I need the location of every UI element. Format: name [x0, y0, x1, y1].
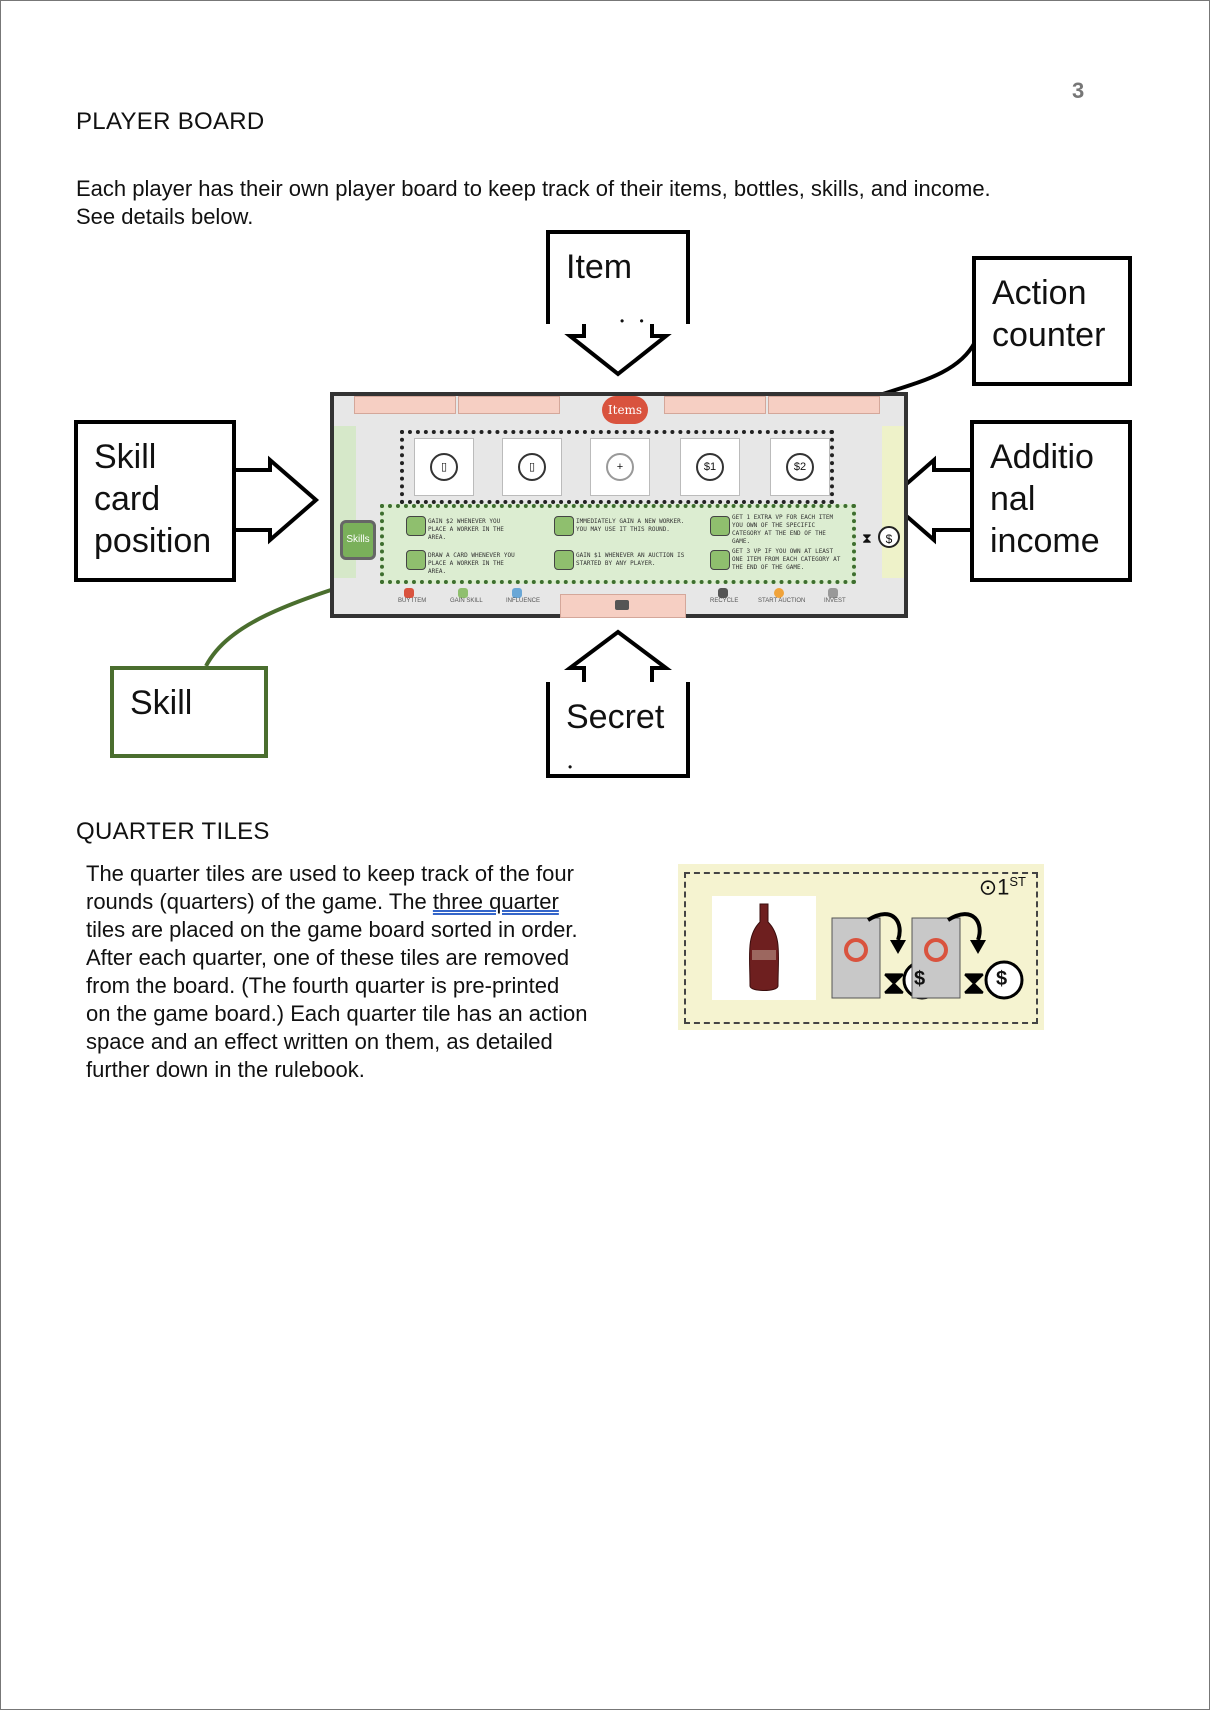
secret-callout-dots: • [568, 760, 579, 774]
body-line: from the board. (The fourth quarter is p… [86, 973, 560, 998]
skill-text: GET 3 VP IF YOU OWN AT LEAST ONE ITEM FR… [732, 548, 841, 571]
board-right-strip [882, 426, 904, 578]
secret-tab [560, 594, 686, 618]
tile-dashed-border [684, 872, 1038, 1024]
skill-text: DRAW A CARD WHENEVER YOU PLACE A WORKER … [428, 552, 515, 575]
influence-icon [512, 588, 522, 598]
player-board: Items ▯ ▯ + $1 $2 GAIN $2 WHENEVER YOU P… [330, 392, 908, 618]
board-top-tab [664, 396, 766, 414]
quarter-tiles-heading: QUARTER TILES [76, 818, 270, 845]
secret-callout-label: Secret [566, 698, 665, 736]
hourglass-coin-icon: $2 [786, 453, 814, 481]
skill-text: IMMEDIATELY GAIN A NEW WORKER. YOU MAY U… [576, 518, 685, 533]
skill-text: GAIN $1 WHENEVER AN AUCTION IS STARTED B… [576, 552, 685, 567]
item-callout: Item • • [546, 230, 690, 328]
additional-line2: nal [990, 480, 1036, 518]
skill-callout-label: Skill [130, 684, 193, 722]
skill-card-line1: Skill [94, 438, 157, 476]
plus-icon: + [606, 453, 634, 481]
skill-icon [406, 550, 426, 570]
bottle-icon: ▯ [518, 453, 546, 481]
bottle-image [712, 896, 816, 1000]
auction-icon [774, 588, 784, 598]
skill-icon [710, 516, 730, 536]
body-line: rounds (quarters) of the game. The three… [86, 889, 559, 914]
secret-callout: Secret • [546, 682, 690, 778]
item-callout-label: Item [566, 248, 633, 286]
skill-card-line3: position [94, 522, 212, 560]
item-callout-dots: • • [620, 314, 650, 328]
hourglass-icon: ⧗ [862, 530, 872, 546]
svg-text:⧗: ⧗ [962, 963, 986, 1003]
page-number: 3 [1072, 78, 1085, 103]
intro-line-1: Each player has their own player board t… [76, 176, 991, 201]
coin-icon: $ [996, 968, 1008, 990]
skill-card-position-callout: Skill card position [74, 420, 236, 582]
intro-line-2: See details below. [76, 204, 254, 229]
invest-icon [828, 588, 838, 598]
skill-icon [554, 550, 574, 570]
action-counter-line1: Action [992, 274, 1087, 312]
target-icon: ⊙ [978, 874, 998, 900]
buy-item-icon [404, 588, 414, 598]
quarter-tiles-body: The quarter tiles are used to keep track… [86, 860, 596, 1084]
body-line: on the game board.) Each quarter tile ha… [86, 1001, 588, 1026]
item-slots-frame [400, 430, 834, 504]
gain-skill-icon [458, 588, 468, 598]
skill-text: GET 1 EXTRA VP FOR EACH ITEM YOU OWN OF … [732, 514, 834, 545]
skill-icon [406, 516, 426, 536]
board-top-tab [768, 396, 880, 414]
bottle-icon: ▯ [430, 453, 458, 481]
additional-line3: income [990, 522, 1100, 560]
skill-card-line2: card [94, 480, 161, 518]
skill-text: GAIN $2 WHENEVER YOU PLACE A WORKER IN T… [428, 518, 504, 541]
income-coin: $ [878, 526, 900, 548]
item-slot: + [590, 438, 650, 496]
action-counter-callout: Action counter [972, 256, 1132, 386]
skill-icon [710, 550, 730, 570]
recycle-icon [718, 588, 728, 598]
item-slot: ▯ [502, 438, 562, 496]
items-badge: Items [602, 396, 648, 424]
bottom-label: INVEST [824, 598, 846, 604]
player-board-intro: Each player has their own player board t… [76, 175, 1156, 231]
coin-icon: $ [914, 968, 926, 990]
player-board-heading: PLAYER BOARD [76, 108, 265, 135]
bottle-icon [748, 903, 780, 991]
skills-area: GAIN $2 WHENEVER YOU PLACE A WORKER IN T… [380, 504, 856, 584]
bottom-label: INFLUENCE [506, 598, 541, 604]
additional-line1: Additio [990, 438, 1094, 476]
body-line: After each quarter, one of these tiles a… [86, 945, 570, 970]
board-top-tab [354, 396, 456, 414]
body-line: The quarter tiles are used to keep track… [86, 861, 574, 886]
bottom-label: GAIN SKILL [450, 598, 483, 604]
bottom-label: START AUCTION [758, 598, 806, 604]
skill-callout: Skill [110, 666, 268, 758]
three-quarter-link[interactable]: three quarter [432, 889, 559, 914]
skill-icon [554, 516, 574, 536]
quarter-tile: ⊙1ST ⧗ ⧗ $ $ [678, 864, 1044, 1030]
body-line: space and an effect written on them, as … [86, 1029, 553, 1054]
body-line: further down in the rulebook. [86, 1057, 365, 1082]
action-counter-line2: counter [992, 316, 1106, 354]
skills-badge: Skills [340, 520, 376, 560]
tile-actions: ⧗ ⧗ [831, 912, 1024, 1003]
hourglass-coin-icon: $1 [696, 453, 724, 481]
lock-icon [615, 600, 629, 610]
additional-income-callout: Additio nal income [970, 420, 1132, 582]
item-slot: $2 [770, 438, 830, 496]
item-slot: $1 [680, 438, 740, 496]
first-quarter-label: ⊙1ST [978, 874, 1026, 900]
body-line: tiles are placed on the game board sorte… [86, 917, 578, 942]
bottom-label: RECYCLE [710, 598, 739, 604]
bottom-label: BUY ITEM [398, 598, 427, 604]
item-slot: ▯ [414, 438, 474, 496]
board-top-tab [458, 396, 560, 414]
svg-text:⧗: ⧗ [882, 963, 906, 1003]
